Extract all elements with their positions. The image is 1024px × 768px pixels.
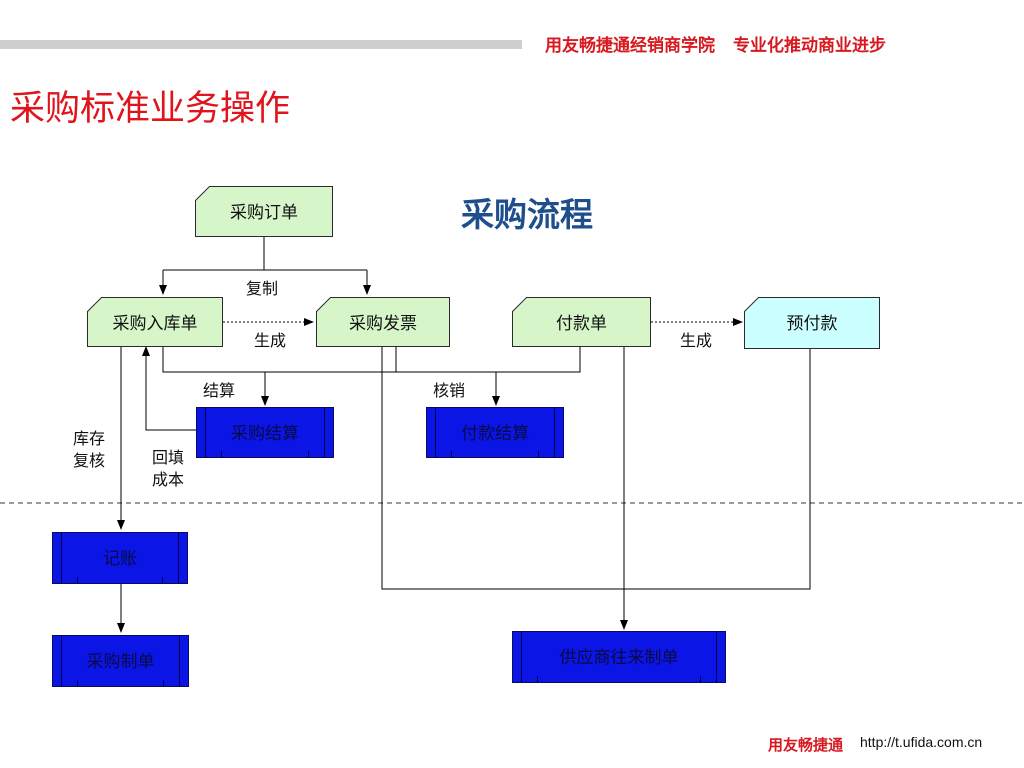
doc-corner-icon (195, 186, 211, 202)
node-purchase-receipt: 采购入库单 (87, 297, 223, 347)
node-supplier-voucher: 供应商往来制单 (512, 631, 726, 683)
node-purchase-invoice: 采购发票 (316, 297, 450, 347)
node-label: 采购订单 (230, 203, 298, 223)
node-bookkeeping: 记账 (52, 532, 188, 584)
doc-corner-icon (512, 297, 528, 313)
page-title: 采购标准业务操作 (10, 89, 291, 129)
edge-label-writeoff: 核销 (433, 381, 466, 400)
edge-order-split (163, 237, 367, 271)
edge-label-inventory-recheck: 库存 复核 (73, 428, 105, 472)
footer-brand-logo: 用友畅捷通 (768, 736, 844, 754)
edge-label-generate: 生成 (254, 331, 287, 350)
node-label: 供应商往来制单 (559, 648, 679, 668)
flow-title: 采购流程 (461, 195, 593, 234)
doc-corner-icon (316, 297, 332, 313)
node-label: 付款结算 (461, 424, 529, 444)
label-line: 复核 (73, 451, 106, 470)
node-purchase-order: 采购订单 (195, 186, 333, 237)
node-label: 采购入库单 (112, 314, 198, 334)
slogan-academy: 用友畅捷通经销商学院 (545, 36, 715, 56)
doc-corner-icon (744, 297, 760, 313)
node-payment-settlement: 付款结算 (426, 407, 564, 458)
label-line: 回填 (152, 448, 185, 467)
edge-writeoff (395, 347, 581, 405)
header-slogan: 用友畅捷通经销商学院专业化推动商业进步 (545, 31, 886, 56)
node-label: 采购发票 (349, 314, 417, 334)
label-line: 成本 (152, 470, 185, 489)
edge-label-copy: 复制 (246, 279, 279, 298)
node-prepayment: 预付款 (744, 297, 880, 349)
edge-settle (162, 347, 397, 405)
label-line: 库存 (73, 429, 106, 448)
doc-corner-icon (87, 297, 103, 313)
edge-label-backfill-cost: 回填 成本 (152, 447, 184, 491)
node-label: 采购结算 (231, 424, 299, 444)
node-label: 预付款 (786, 314, 838, 334)
node-purchase-voucher: 采购制单 (52, 635, 189, 687)
edge-label-settle: 结算 (203, 381, 236, 400)
node-payment-doc: 付款单 (512, 297, 651, 347)
edge-backfill-cost (142, 346, 196, 431)
edge-invoice-prepay-join (381, 347, 811, 590)
node-label: 付款单 (556, 314, 607, 334)
node-label: 记账 (103, 549, 137, 569)
node-purchase-settlement: 采购结算 (196, 407, 334, 458)
header-divider-bar (0, 40, 522, 49)
footer-url[interactable]: http://t.ufida.com.cn (860, 734, 983, 750)
edge-label-generate-prepay: 生成 (680, 331, 713, 350)
slogan-motto: 专业化推动商业进步 (733, 36, 886, 56)
node-label: 采购制单 (86, 652, 155, 672)
